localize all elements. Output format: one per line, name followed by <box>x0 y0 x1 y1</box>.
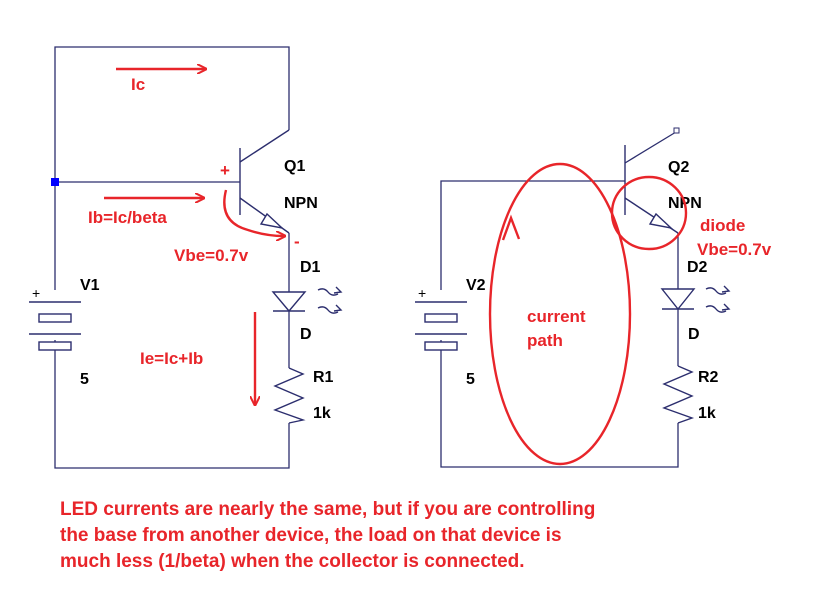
d2-model: D <box>688 326 700 343</box>
right-annotations <box>488 162 688 466</box>
d1-model: D <box>300 326 312 343</box>
transistor-q2[interactable] <box>624 145 679 234</box>
led-d1[interactable] <box>271 286 343 314</box>
r1-value: 1k <box>313 405 331 422</box>
v1-label: V1 <box>80 277 100 294</box>
diode-highlight-circle <box>610 175 688 251</box>
v2-label: V2 <box>466 277 486 294</box>
vbe-plus-sign: + <box>220 161 230 180</box>
diode-title: diode <box>700 216 745 235</box>
note-line-3: much less (1/beta) when the collector is… <box>60 551 525 572</box>
q1-type: NPN <box>284 195 318 212</box>
led-d2[interactable] <box>660 285 731 313</box>
ic-label: Ic <box>131 75 145 94</box>
d1-label: D1 <box>300 259 321 276</box>
note-line-1: LED currents are nearly the same, but if… <box>60 499 596 520</box>
v2-plus-sign: + <box>418 285 426 301</box>
battery-v2[interactable] <box>415 301 467 351</box>
current-path-loop <box>488 162 632 466</box>
battery-v1[interactable] <box>29 301 81 351</box>
diode-vbe-label: Vbe=0.7v <box>697 240 772 259</box>
q2-collector-terminal[interactable] <box>673 127 680 134</box>
ib-label: Ib=Ic/beta <box>88 208 167 227</box>
right-circuit: + V2 5 Q2 NPN D2 D R2 1k <box>415 127 772 468</box>
q2-label: Q2 <box>668 159 689 176</box>
v1-plus-sign: + <box>32 285 40 301</box>
left-wires <box>54 46 290 469</box>
r2-value: 1k <box>698 405 716 422</box>
vbe-minus-sign: - <box>294 232 300 251</box>
light-emission-icon <box>705 285 731 313</box>
r1-label: R1 <box>313 369 334 386</box>
note-line-2: the base from another device, the load o… <box>60 525 562 546</box>
vbe-arc <box>223 189 284 236</box>
ie-label: Ie=Ic+Ib <box>140 349 203 368</box>
transistor-q1[interactable] <box>239 129 290 234</box>
right-wires <box>440 131 679 468</box>
v1-value: 5 <box>80 371 89 388</box>
current-path-arrow <box>501 214 521 241</box>
junction-node[interactable] <box>51 178 59 186</box>
resistor-r2[interactable] <box>662 365 695 424</box>
explanation-note: LED currents are nearly the same, but if… <box>60 497 780 575</box>
resistor-r1[interactable] <box>273 367 306 424</box>
left-annotations <box>104 69 284 404</box>
r2-label: R2 <box>698 369 719 386</box>
d2-label: D2 <box>687 259 708 276</box>
left-circuit: + V1 5 Q1 NPN D1 D R1 1k <box>29 46 343 469</box>
current-path-line2: path <box>527 331 563 350</box>
current-path-line1: current <box>527 307 586 326</box>
v2-value: 5 <box>466 371 475 388</box>
vbe-label: Vbe=0.7v <box>174 246 249 265</box>
q1-label: Q1 <box>284 158 305 175</box>
light-emission-icon <box>317 286 343 314</box>
